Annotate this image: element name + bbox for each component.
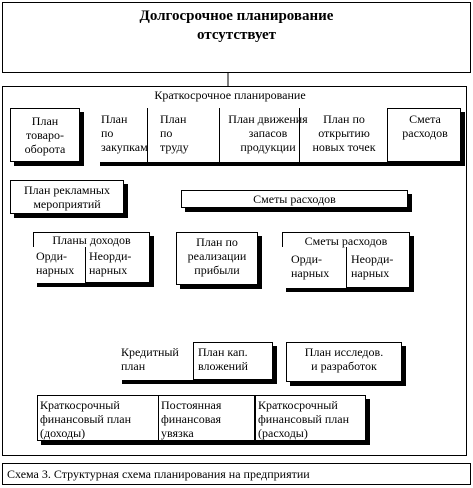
ad-plan-label: План рекламных мероприятий: [24, 183, 110, 211]
expense-estimate-top-label: Смета расходов: [402, 112, 448, 140]
expense-estimates-lower-extraordinary: Неорди- нарных: [351, 252, 394, 280]
long-term-planning-box: [2, 2, 471, 73]
ad-plan-box: [10, 180, 124, 214]
purchase-plan-cell: [96, 108, 148, 162]
fin-expense-label: Краткосрочный финансовый план (расходы): [258, 398, 350, 440]
expense-estimates-lower-ordinary: Орди- нарных: [291, 252, 330, 280]
income-plans-extraordinary: Неорди- нарных: [89, 249, 132, 277]
purchase-plan-label: План по закупкам: [101, 112, 148, 154]
long-term-planning-line1: Долгосрочное планирование: [139, 8, 334, 24]
credit-plan-cell: [118, 342, 194, 380]
expense-estimates-mid-box: [181, 190, 408, 208]
expense-estimates-lower-split: [282, 247, 347, 288]
stock-plan-label: План движения запасов продукции: [228, 112, 308, 154]
profit-plan-label: План по реализации прибыли: [187, 235, 247, 277]
fin-link-box: [158, 395, 255, 441]
income-plans-ordinary: Орди- нарных: [36, 249, 75, 277]
short-term-planning-title: Краткосрочное планирование: [154, 88, 306, 102]
labor-plan-cell: [148, 108, 220, 162]
stock-plan-cell: [220, 108, 300, 162]
fin-link-label: Постоянная финансовая увязка: [161, 398, 222, 440]
expense-estimates-mid-label: Сметы расходов: [253, 192, 336, 206]
new-points-plan-label: План по открытию новых точек: [312, 112, 376, 154]
credit-plan-label: Кредитный план: [121, 345, 179, 373]
research-plan-label: План исследов. и разработок: [304, 345, 384, 373]
profit-plan-box: [176, 232, 258, 285]
caption-label: Схема 3. Структурная схема планирования …: [7, 467, 310, 481]
research-plan-box: [286, 342, 402, 382]
income-plans-title: Планы доходов: [52, 233, 131, 247]
fin-income-box: [37, 395, 159, 441]
caption-box: [2, 463, 471, 485]
new-points-plan-cell: [300, 108, 388, 162]
expense-estimates-lower-title: Сметы расходов: [304, 234, 388, 248]
labor-plan-label: План по труду: [160, 112, 189, 154]
fin-income-label: Краткосрочный финансовый план (доходы): [40, 398, 132, 440]
trade-plan-box: [10, 108, 80, 162]
long-term-planning-line2: отсутствует: [196, 27, 277, 43]
income-plans-split: [33, 247, 86, 283]
fin-expense-box: [255, 395, 366, 441]
trade-plan-label: План товаро- оборота: [24, 114, 66, 156]
capital-plan-label: План кап. вложений: [198, 345, 248, 373]
